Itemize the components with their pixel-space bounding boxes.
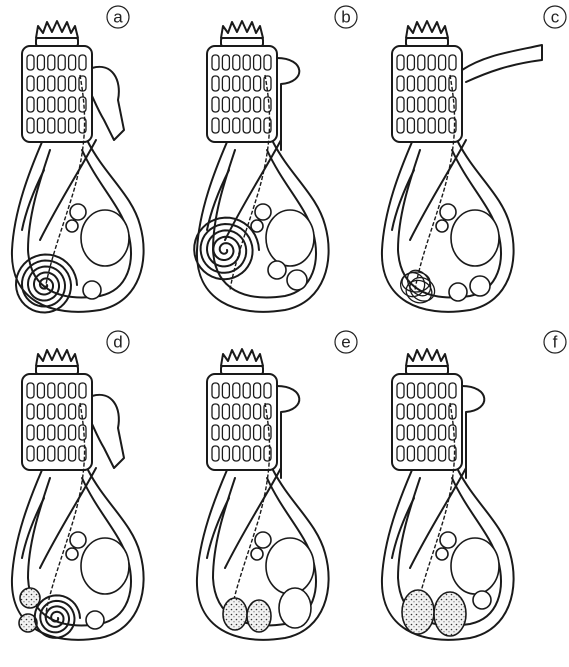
stippled-ball <box>20 588 40 608</box>
side-appendage <box>92 395 124 468</box>
panel-letter: f <box>553 333 558 352</box>
small-sac <box>287 270 307 290</box>
panel-letter: e <box>341 333 350 352</box>
small-sac <box>255 204 271 220</box>
small-sac <box>66 548 78 560</box>
panel-a <box>12 21 144 313</box>
panel-label: d <box>107 331 129 353</box>
side-appendage <box>462 45 542 82</box>
small-sac <box>255 532 271 548</box>
comb-body <box>207 374 277 470</box>
large-sac <box>451 210 499 266</box>
panel-letter: c <box>551 8 560 27</box>
crown-shape <box>221 349 263 366</box>
side-loop <box>277 386 299 478</box>
side-appendage <box>92 67 124 140</box>
comb-body <box>207 46 277 142</box>
side-loop <box>277 58 299 150</box>
spine <box>207 498 229 558</box>
comb-cells <box>27 55 86 133</box>
coiled-filament <box>194 218 259 280</box>
crown-shape <box>36 21 78 38</box>
small-sac <box>440 532 456 548</box>
comb-cells <box>212 383 271 461</box>
large-sac <box>451 538 499 594</box>
crown-shape <box>221 21 263 38</box>
comb-cells <box>397 383 456 461</box>
spine <box>22 498 44 558</box>
small-sac <box>70 204 86 220</box>
spine <box>22 170 44 230</box>
comb-cells <box>212 55 271 133</box>
stippled-egg <box>223 598 247 630</box>
crown-band <box>36 38 78 46</box>
panel-e <box>197 349 329 640</box>
panel-label: c <box>544 6 566 28</box>
comb-body <box>22 374 92 470</box>
panel-d <box>12 349 144 640</box>
small-sac <box>440 204 456 220</box>
small-sac <box>70 532 86 548</box>
panel-letter: d <box>113 333 122 352</box>
panel-f <box>382 349 514 640</box>
spine <box>392 170 414 230</box>
panel-c <box>382 21 542 312</box>
side-loop <box>462 386 484 478</box>
crown-band <box>406 366 448 374</box>
spine <box>392 498 414 558</box>
large-sac <box>279 588 311 628</box>
small-sac <box>268 261 286 279</box>
small-sac <box>436 220 448 232</box>
small-sac <box>473 591 491 609</box>
small-sac <box>470 276 490 296</box>
crown-band <box>36 366 78 374</box>
small-sac <box>436 548 448 560</box>
small-sac <box>86 611 104 629</box>
coiled-filament <box>35 595 80 638</box>
comb-body <box>392 46 462 142</box>
large-sac <box>266 538 314 594</box>
stippled-egg <box>402 590 434 634</box>
small-sac <box>66 220 78 232</box>
comb-cells <box>27 383 86 461</box>
stippled-egg <box>247 600 271 632</box>
crown-band <box>221 366 263 374</box>
small-sac <box>251 548 263 560</box>
comb-body <box>392 374 462 470</box>
large-sac <box>266 210 314 266</box>
panel-letter: b <box>341 8 350 27</box>
panel-b <box>194 21 328 312</box>
panel-letter: a <box>113 8 123 27</box>
large-sac <box>81 538 129 594</box>
panel-label: f <box>544 331 566 353</box>
small-sac <box>449 283 467 301</box>
panel-label: b <box>335 6 357 28</box>
small-sac <box>83 281 101 299</box>
crown-band <box>406 38 448 46</box>
comb-body <box>22 46 92 142</box>
large-sac <box>81 210 129 266</box>
crown-shape <box>36 349 78 366</box>
crown-shape <box>406 21 448 38</box>
crown-band <box>221 38 263 46</box>
comb-cells <box>397 55 456 133</box>
panel-label: a <box>107 6 129 28</box>
stippled-egg <box>434 592 466 636</box>
crown-shape <box>406 349 448 366</box>
panel-label: e <box>335 331 357 353</box>
